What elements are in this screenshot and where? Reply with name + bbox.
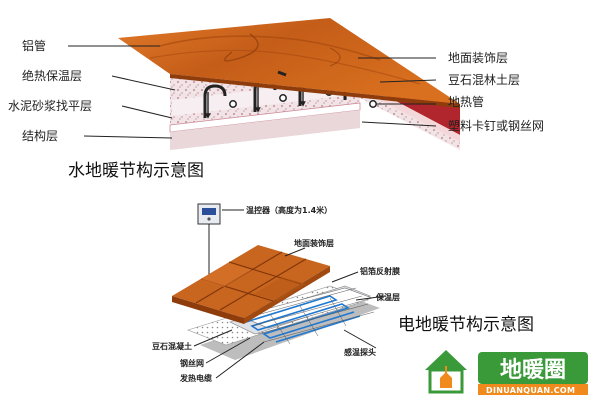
wood-floor-top (118, 18, 460, 108)
water-right-labels: 地面装饰层 豆石混林土层 地热管 塑料卡钉或钢丝网 (358, 51, 544, 133)
leader-insulation-e (355, 295, 387, 301)
leader-pea-concrete (379, 79, 437, 83)
electric-diagram-title: 电地暖节构示意图 (398, 315, 534, 335)
brand-domain-bar (478, 384, 588, 395)
label-heating-pipe: 地热管 (448, 94, 484, 109)
label-mortar-layer: 水泥砂浆找平层 (8, 98, 92, 113)
label-pea-concrete-e: 豆石混凝土 (152, 341, 192, 351)
leader-mortar-layer (121, 105, 173, 119)
label-structure-layer: 结构层 (22, 128, 58, 143)
leader-probe (343, 329, 377, 349)
leader-pea-concrete-e (193, 329, 233, 347)
label-thermostat: 温控器（高度为1.4米） (246, 205, 332, 215)
electric-floor-diagram: 温控器（高度为1.4米） (152, 203, 534, 383)
leader-floor-finish-e (284, 247, 306, 257)
brand-name: 地暖圈 (500, 358, 566, 383)
brand-name-box (478, 352, 588, 384)
leader-structure-layer (83, 135, 173, 139)
electric-right-labels: 地面装饰层 铝箔反射膜 保温层 感温探头 (284, 238, 400, 357)
electric-tile-top (172, 245, 330, 324)
label-floor-finish-e: 地面装饰层 (294, 238, 334, 248)
electric-left-labels: 豆石混凝土 钢丝网 发热电缆 (152, 329, 265, 383)
brand-logo: 地暖圈 DINUANQUAN.COM (425, 350, 588, 395)
water-floor-diagram: 铝管 绝热保温层 水泥砂浆找平层 结构层 地面装饰层 豆石混林土层 地热管 塑料… (8, 18, 544, 181)
label-cable: 发热电缆 (179, 373, 212, 383)
label-insulation-layer: 绝热保温层 (22, 68, 82, 83)
water-left-labels: 铝管 绝热保温层 水泥砂浆找平层 结构层 (8, 38, 176, 143)
leader-cable (215, 341, 265, 379)
thermostat: 温控器（高度为1.4米） (197, 203, 332, 282)
label-aluminum-pipe: 铝管 (22, 38, 46, 53)
heating-cable (245, 295, 361, 343)
leader-insulation-layer (111, 75, 176, 91)
label-probe: 感温探头 (344, 347, 376, 357)
brand-domain: DINUANQUAN.COM (486, 386, 575, 395)
leader-mesh (205, 337, 251, 364)
label-foil: 铝箔反射膜 (360, 266, 400, 276)
house-logo-icon (425, 350, 467, 394)
water-diagram-title: 水地暖节构示意图 (68, 161, 204, 181)
label-clip-mesh: 塑料卡钉或钢丝网 (448, 118, 544, 133)
mesh-grid (245, 287, 375, 345)
label-insulation-e: 保温层 (375, 292, 400, 302)
label-mesh: 钢丝网 (180, 358, 204, 368)
label-pea-concrete: 豆石混林土层 (448, 73, 520, 87)
leader-foil (331, 271, 359, 283)
leader-clip-mesh (361, 121, 437, 127)
label-floor-finish: 地面装饰层 (448, 51, 508, 65)
